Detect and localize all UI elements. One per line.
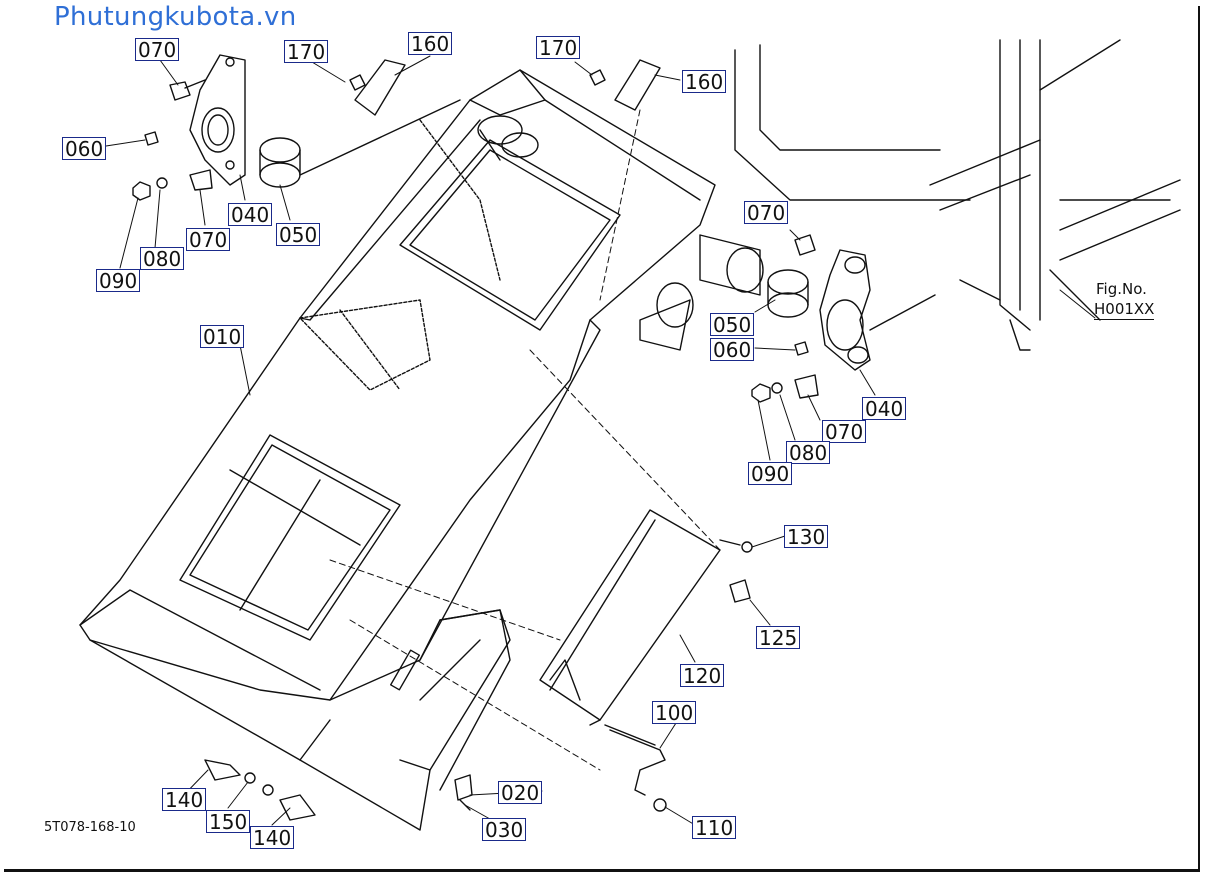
callout-label[interactable]: 020 bbox=[498, 781, 543, 804]
bracket-right bbox=[819, 249, 871, 371]
callout-label[interactable]: 070 bbox=[822, 420, 867, 443]
lever bbox=[604, 724, 666, 796]
callout-label[interactable]: 160 bbox=[408, 32, 453, 55]
callout-label[interactable]: 090 bbox=[96, 269, 141, 292]
callout-label[interactable]: 100 bbox=[652, 701, 697, 724]
callout-label[interactable]: 050 bbox=[276, 223, 321, 246]
callout-label[interactable]: 140 bbox=[162, 788, 207, 811]
callout-label[interactable]: 080 bbox=[140, 247, 185, 270]
lower-window bbox=[179, 434, 401, 641]
callout-label[interactable]: 160 bbox=[682, 70, 727, 93]
bolts-right bbox=[751, 234, 936, 403]
figure-number: H001XX bbox=[1094, 300, 1155, 320]
callout-label[interactable]: 140 bbox=[250, 826, 295, 849]
callout-label[interactable]: 125 bbox=[756, 626, 801, 649]
callout-label[interactable]: 060 bbox=[710, 338, 755, 361]
callout-label[interactable]: 040 bbox=[228, 203, 273, 226]
callout-label[interactable]: 010 bbox=[200, 325, 245, 348]
callout-label[interactable]: 170 bbox=[536, 36, 581, 59]
leader-lines bbox=[105, 55, 1096, 829]
machine-frame bbox=[734, 39, 1181, 351]
cover-plate bbox=[539, 509, 721, 726]
bush-left bbox=[259, 99, 461, 188]
inner-linkage bbox=[299, 119, 501, 391]
callout-label[interactable]: 090 bbox=[748, 462, 793, 485]
assembly-lines bbox=[329, 109, 721, 771]
upper-window bbox=[399, 139, 621, 331]
callout-label[interactable]: 080 bbox=[786, 441, 831, 464]
callout-label[interactable]: 070 bbox=[186, 228, 231, 251]
pivot-tube-left bbox=[477, 115, 539, 161]
bolts-left bbox=[132, 79, 213, 201]
chute-body bbox=[79, 69, 716, 831]
drawing-frame bbox=[4, 6, 1200, 872]
callout-label[interactable]: 150 bbox=[206, 810, 251, 833]
figure-label: Fig.No. bbox=[1096, 280, 1147, 298]
pivot-tube-right bbox=[639, 234, 764, 351]
side-bracket bbox=[389, 609, 511, 791]
callout-label[interactable]: 130 bbox=[784, 525, 829, 548]
callout-label[interactable]: 050 bbox=[710, 313, 755, 336]
bush-right bbox=[767, 269, 809, 318]
drawing-code: 5T078-168-10 bbox=[44, 820, 136, 835]
callout-label[interactable]: 060 bbox=[62, 137, 107, 160]
callout-label[interactable]: 110 bbox=[692, 816, 737, 839]
callout-label[interactable]: 040 bbox=[862, 397, 907, 420]
callout-label[interactable]: 170 bbox=[284, 40, 329, 63]
callout-label[interactable]: 070 bbox=[744, 201, 789, 224]
callout-label[interactable]: 120 bbox=[680, 664, 725, 687]
callout-label[interactable]: 030 bbox=[482, 818, 527, 841]
callout-label[interactable]: 070 bbox=[135, 38, 180, 61]
watermark: Phutungkubota.vn bbox=[54, 2, 297, 32]
bracket-left bbox=[189, 54, 246, 186]
